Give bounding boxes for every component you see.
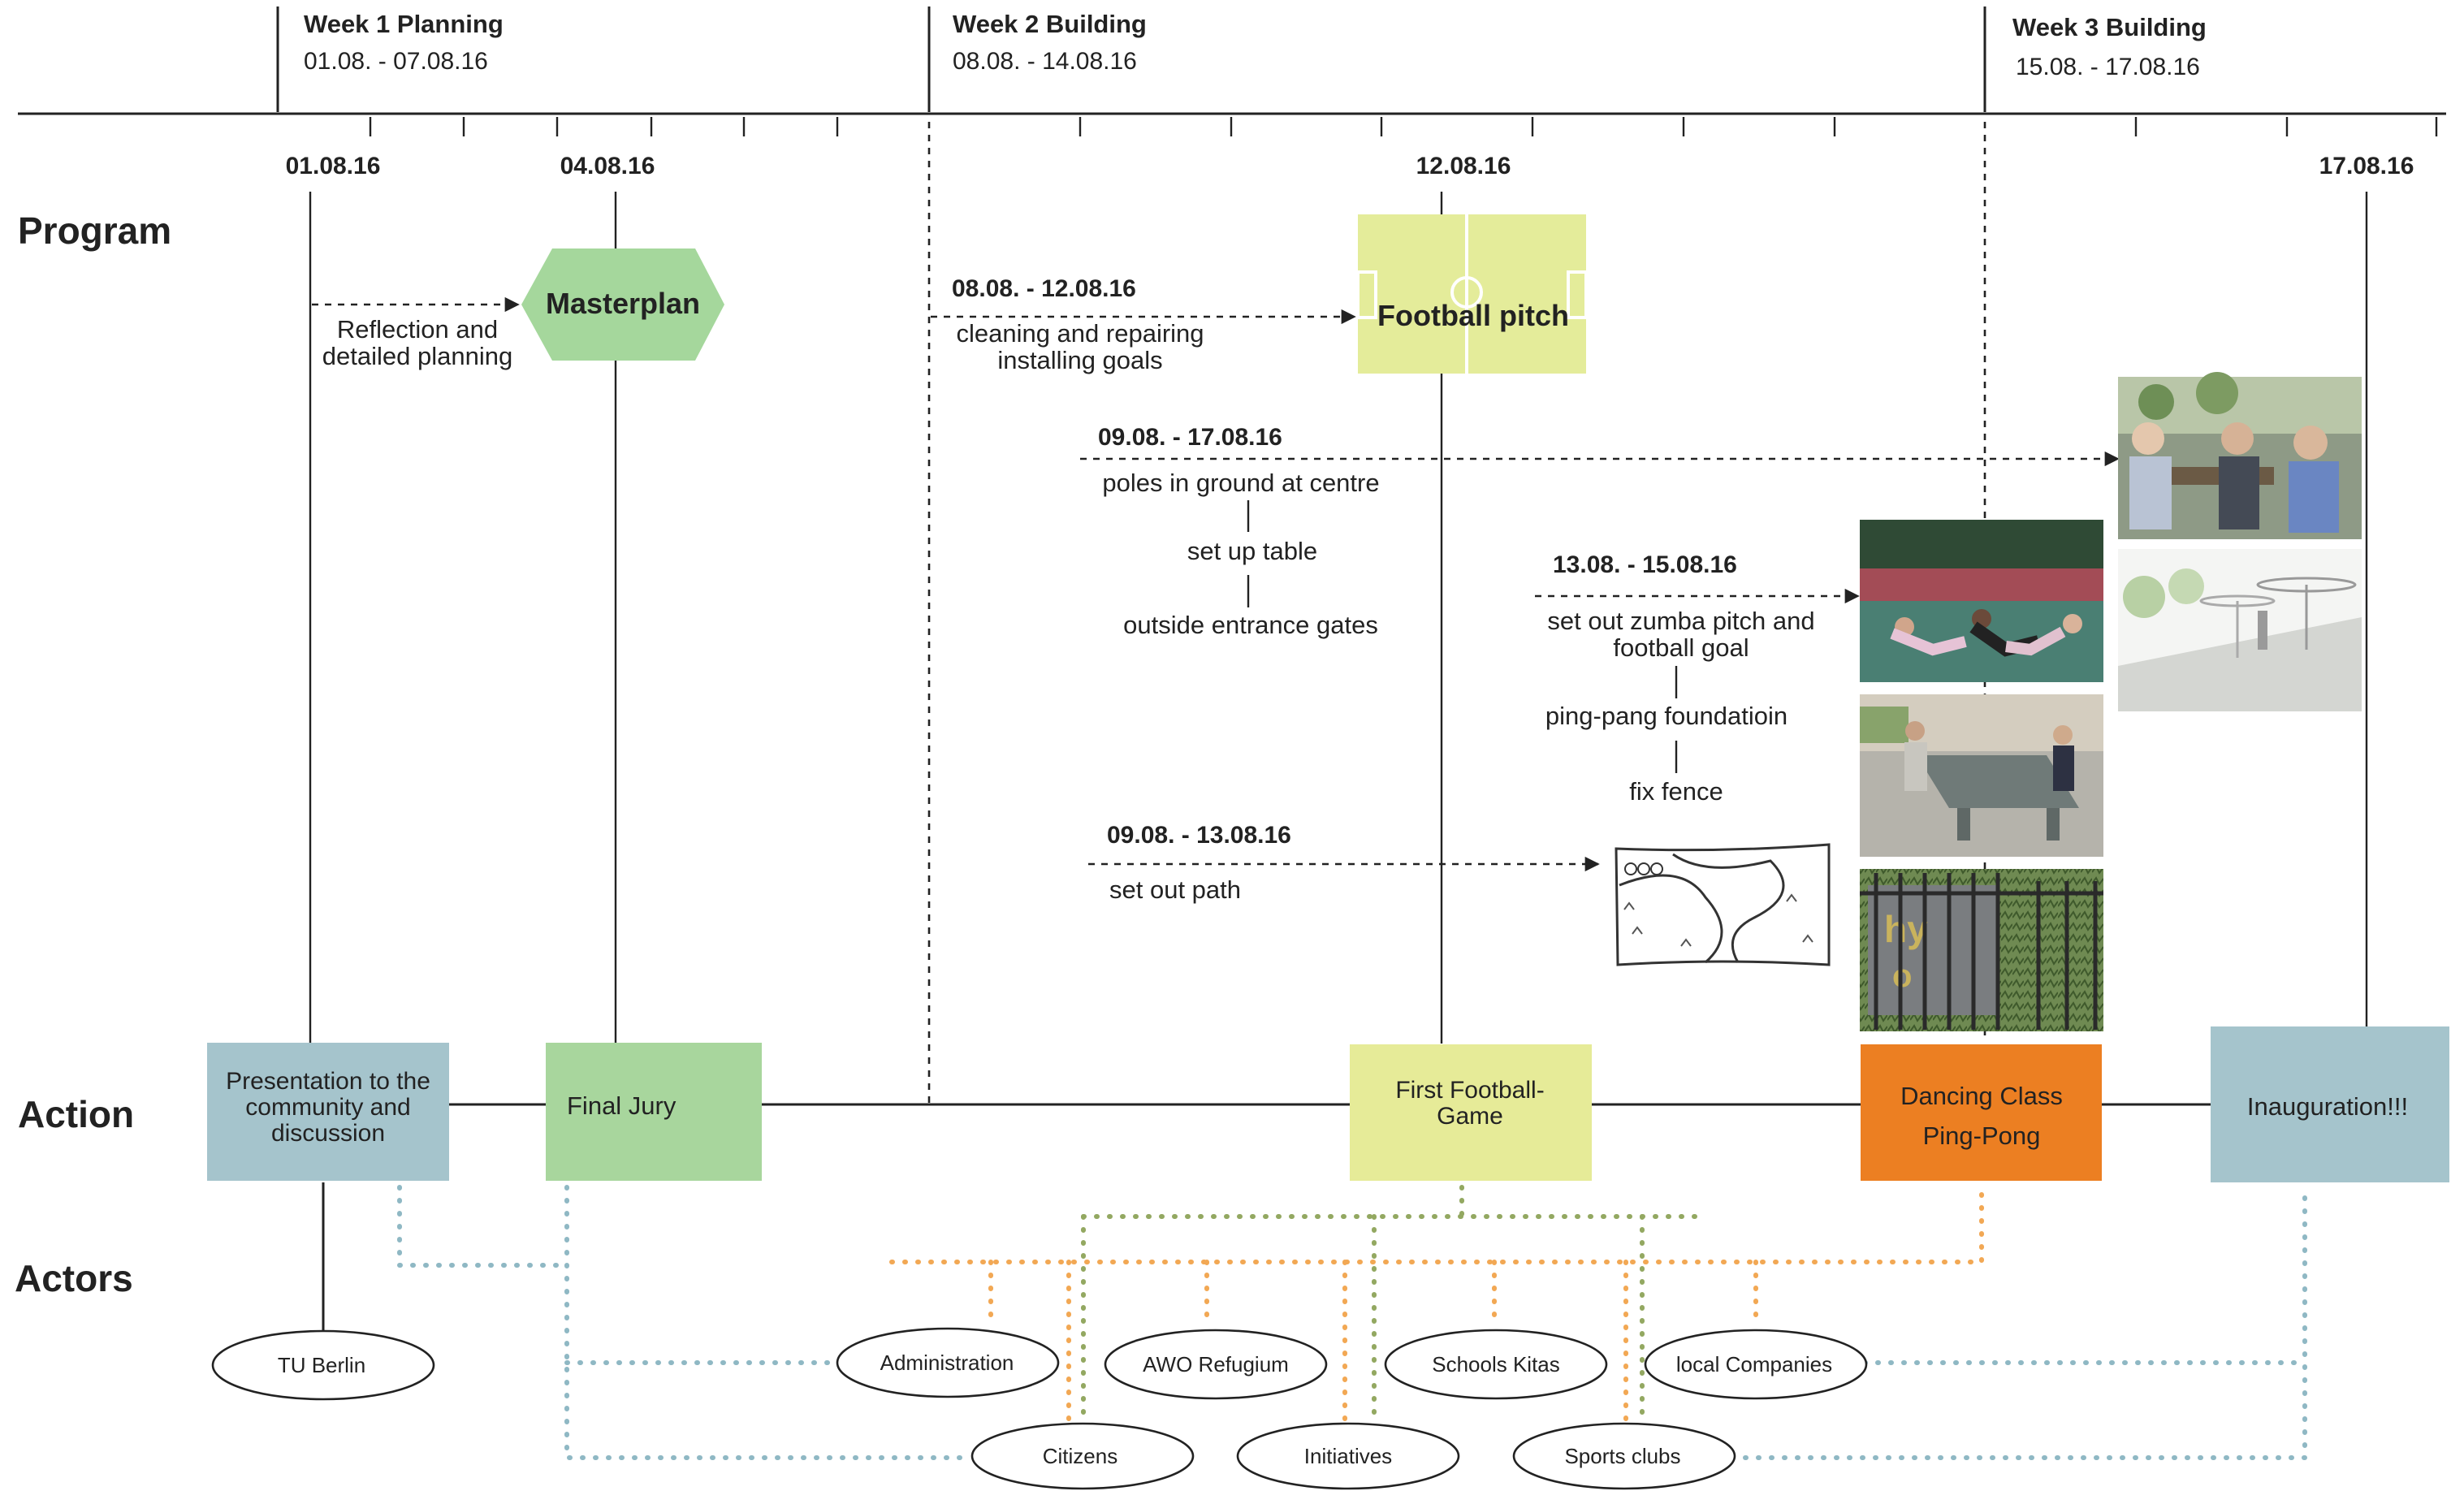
presentation-box: [207, 1043, 449, 1181]
svg-text:TU Berlin: TU Berlin: [278, 1353, 365, 1377]
week-1-title: Week 1 Planning: [304, 10, 504, 38]
dancing-class-box: [1861, 1044, 2102, 1181]
zumba-text-1: set out zumba pitch and: [1547, 607, 1814, 635]
actor-awo-refugium: AWO Refugium: [1104, 1329, 1328, 1400]
week-1-dates: 01.08. - 07.08.16: [304, 48, 488, 75]
milestone-date-04-08: 04.08.16: [560, 153, 655, 179]
actor-initiatives: Initiatives: [1236, 1422, 1460, 1490]
actor-administration: Administration: [836, 1327, 1060, 1398]
week-3-dates: 15.08. - 17.08.16: [2016, 54, 2200, 80]
presentation-text-1: Presentation to the: [226, 1068, 430, 1095]
football-dates: 08.08. - 12.08.16: [952, 275, 1136, 302]
planning-text-1: Reflection and: [337, 315, 498, 344]
final-jury-box: [546, 1043, 762, 1181]
path-sketch: [1608, 827, 1834, 971]
milestone-date-01-08: 01.08.16: [286, 153, 381, 179]
zumba-step-3: fix fence: [1629, 777, 1723, 806]
centre-dates: 09.08. - 17.08.16: [1098, 424, 1282, 451]
graffiti-fence-photo: hy o: [1860, 869, 2103, 1031]
final-jury-label: Final Jury: [567, 1091, 677, 1120]
football-text-1: cleaning and repairing: [956, 319, 1204, 348]
football-game-text-1: First Football-: [1395, 1077, 1544, 1104]
week-3-title: Week 3 Building: [2012, 13, 2207, 41]
week-2-dates: 08.08. - 14.08.16: [953, 48, 1137, 75]
actor-local-companies: local Companies: [1644, 1329, 1868, 1400]
presentation-text-2: community and: [245, 1094, 410, 1121]
path-dates: 09.08. - 13.08.16: [1107, 822, 1291, 849]
actor-schools-kitas: Schools Kitas: [1384, 1329, 1608, 1400]
actor-sports-clubs: Sports clubs: [1512, 1422, 1736, 1490]
presentation-text-3: discussion: [271, 1120, 385, 1147]
centre-step-1: poles in ground at centre: [1102, 469, 1379, 497]
actor-citizens: Citizens: [970, 1422, 1195, 1490]
actor-connectors: [322, 1182, 2307, 1460]
milestone-date-17-08: 17.08.16: [2319, 153, 2414, 179]
svg-text:Schools Kitas: Schools Kitas: [1432, 1352, 1560, 1376]
masterplan-label: Masterplan: [546, 287, 700, 320]
zumba-text-2: football goal: [1613, 633, 1749, 662]
planning-text-2: detailed planning: [322, 342, 512, 370]
row-label-action: Action: [18, 1093, 134, 1135]
zumba-exercise-photo: [1860, 520, 2103, 682]
svg-text:local Companies: local Companies: [1676, 1352, 1832, 1376]
week-2-title: Week 2 Building: [953, 10, 1147, 38]
football-pitch-icon: [1356, 214, 1588, 374]
timeline-header: Week 1 Planning 01.08. - 07.08.16 Week 2…: [18, 6, 2446, 179]
path-label: set out path: [1109, 875, 1241, 904]
ping-pong-table-photo: [1860, 694, 2103, 857]
zumba-dates: 13.08. - 15.08.16: [1553, 551, 1737, 578]
svg-text:hy: hy: [1884, 908, 1928, 950]
zumba-step-2: ping-pang foundatioin: [1545, 702, 1787, 730]
centre-step-2: set up table: [1187, 537, 1317, 565]
table-area-rendering: [2118, 549, 2362, 711]
masterplan-hexagon: [521, 248, 724, 361]
football-text-2: installing goals: [997, 346, 1162, 374]
football-pitch-label: Football pitch: [1377, 299, 1569, 332]
svg-text:Initiatives: Initiatives: [1304, 1444, 1392, 1468]
centre-step-3: outside entrance gates: [1123, 611, 1378, 639]
dancing-text-1: Dancing Class: [1900, 1082, 2063, 1110]
inauguration-box: [2211, 1026, 2449, 1182]
svg-text:Sports clubs: Sports clubs: [1564, 1444, 1680, 1468]
svg-text:Citizens: Citizens: [1043, 1444, 1117, 1468]
svg-text:Administration: Administration: [880, 1351, 1014, 1375]
actor-tu-berlin: TU Berlin: [211, 1329, 435, 1401]
elderly-men-playing-chess-photo: [2118, 372, 2362, 539]
row-label-actors: Actors: [15, 1257, 133, 1299]
inauguration-label: Inauguration!!!: [2247, 1092, 2408, 1121]
svg-text:AWO Refugium: AWO Refugium: [1143, 1352, 1289, 1376]
milestone-date-12-08: 12.08.16: [1416, 153, 1511, 179]
dancing-text-2: Ping-Pong: [1923, 1121, 2041, 1150]
football-game-box: [1350, 1044, 1592, 1181]
football-game-text-2: Game: [1437, 1103, 1503, 1130]
row-label-program: Program: [18, 210, 171, 252]
day-ticks: [369, 117, 2438, 136]
